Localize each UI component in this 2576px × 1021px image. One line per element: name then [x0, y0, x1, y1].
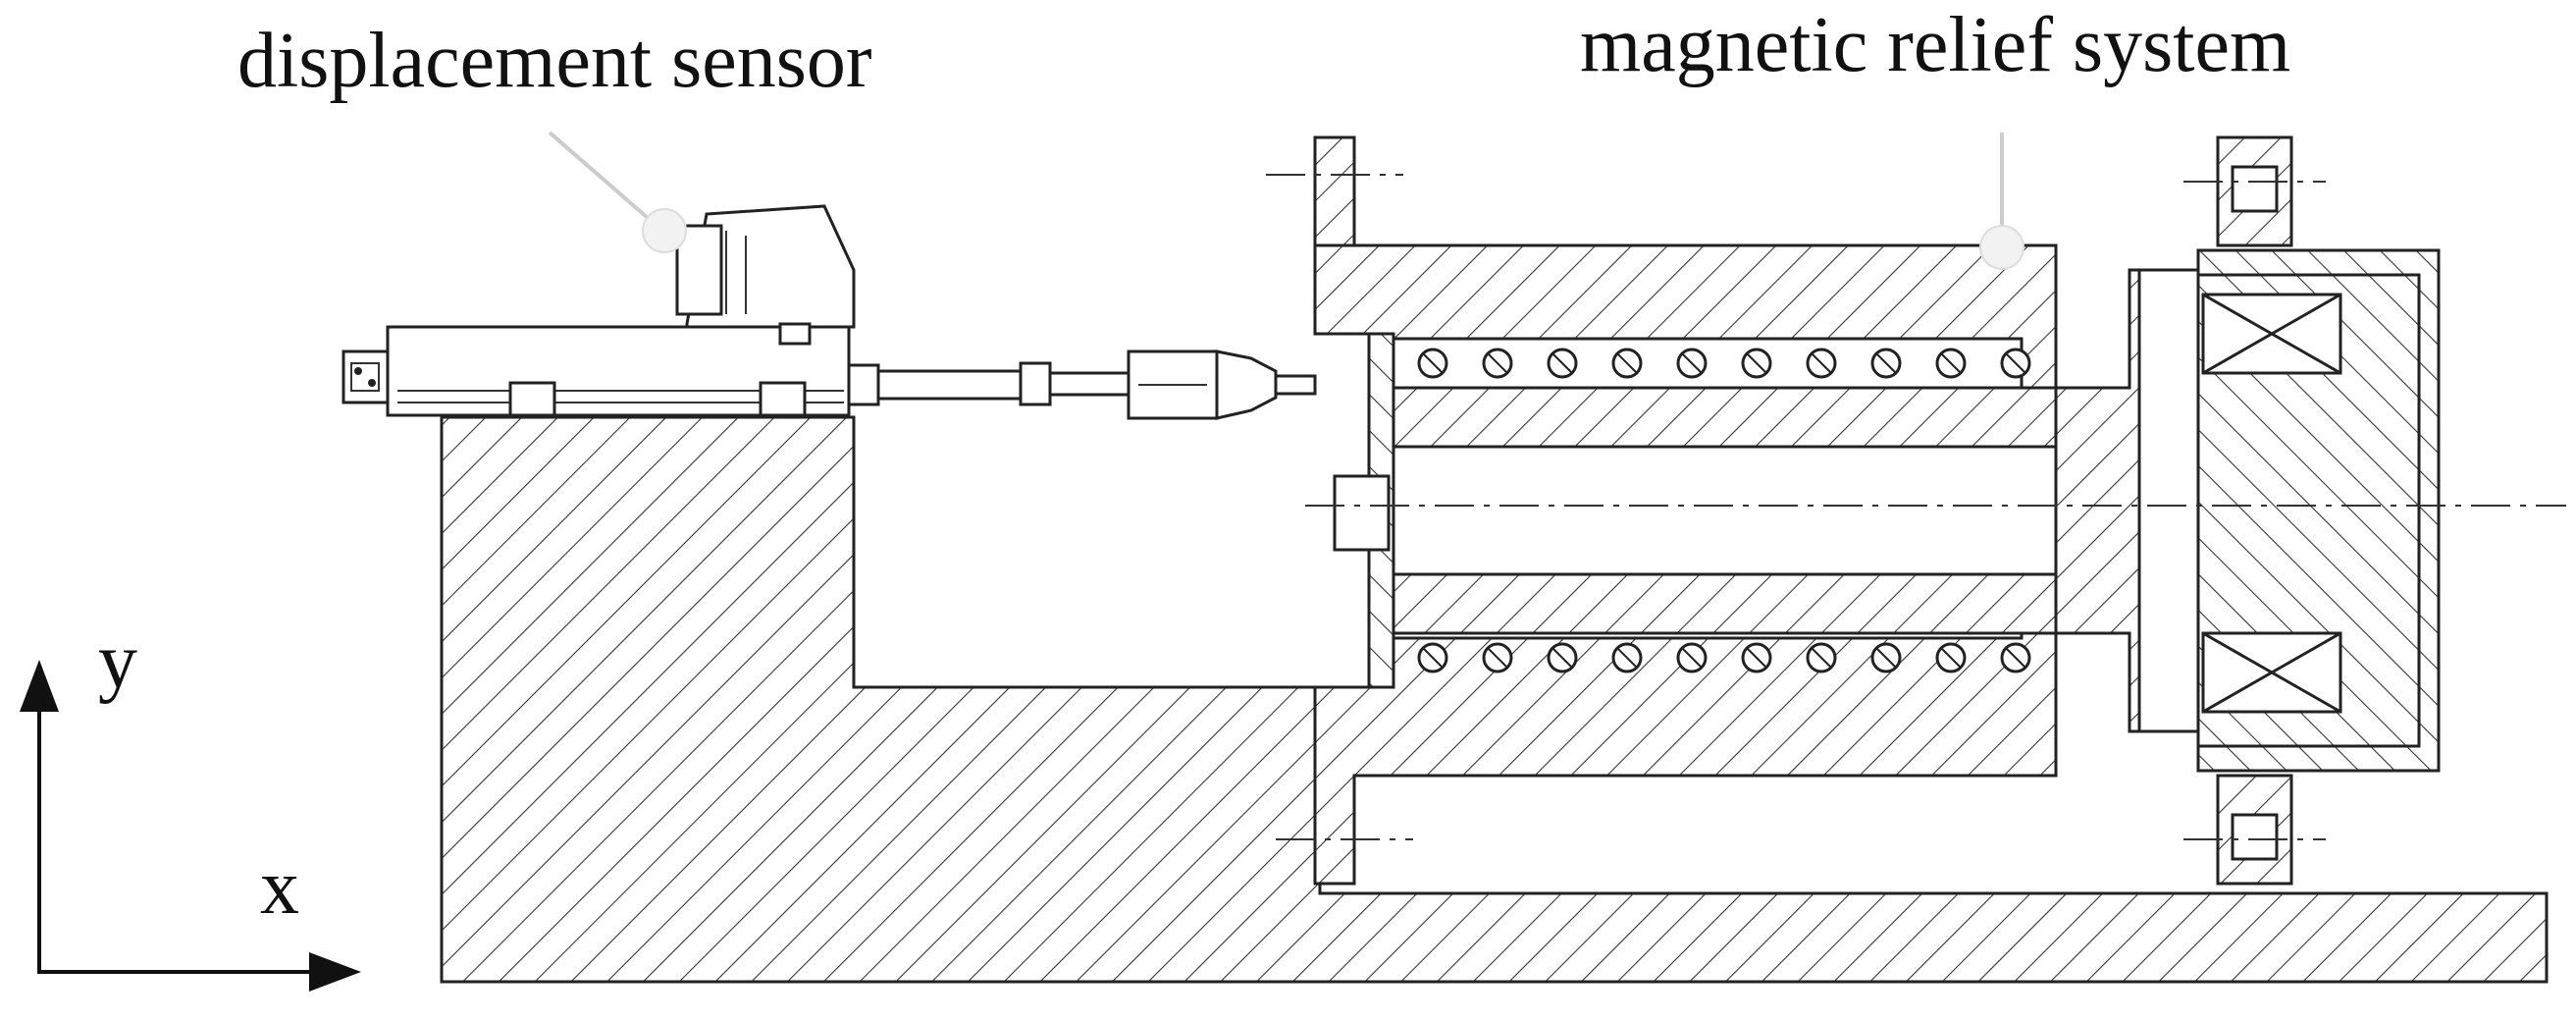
sensor-pointer-dot	[642, 208, 687, 253]
displacement-sensor	[342, 204, 1317, 420]
spring-top	[1417, 348, 2031, 379]
x-axis-label: x	[260, 844, 299, 931]
relief-pointer-dot	[1979, 225, 2024, 270]
y-axis-arrow-icon	[20, 660, 59, 712]
magnetic-relief-system	[1266, 135, 2566, 886]
magnet-coil-bottom	[2201, 631, 2342, 714]
base-frame	[440, 415, 2549, 984]
sensor-connector	[342, 349, 390, 404]
relief-shaft	[1392, 445, 2131, 576]
label-magnetic-relief-system: magnetic relief system	[1580, 2, 2290, 88]
spring-bottom	[1417, 642, 2031, 673]
sensor-pointer	[548, 131, 687, 253]
x-axis-arrow-icon	[309, 952, 361, 992]
magnet-coil-top	[2201, 293, 2342, 375]
coordinate-axes: y x	[20, 618, 361, 992]
sensor-head	[685, 204, 856, 329]
label-displacement-sensor: displacement sensor	[237, 18, 871, 104]
y-axis-label: y	[98, 618, 137, 705]
relief-pointer	[1979, 133, 2024, 270]
